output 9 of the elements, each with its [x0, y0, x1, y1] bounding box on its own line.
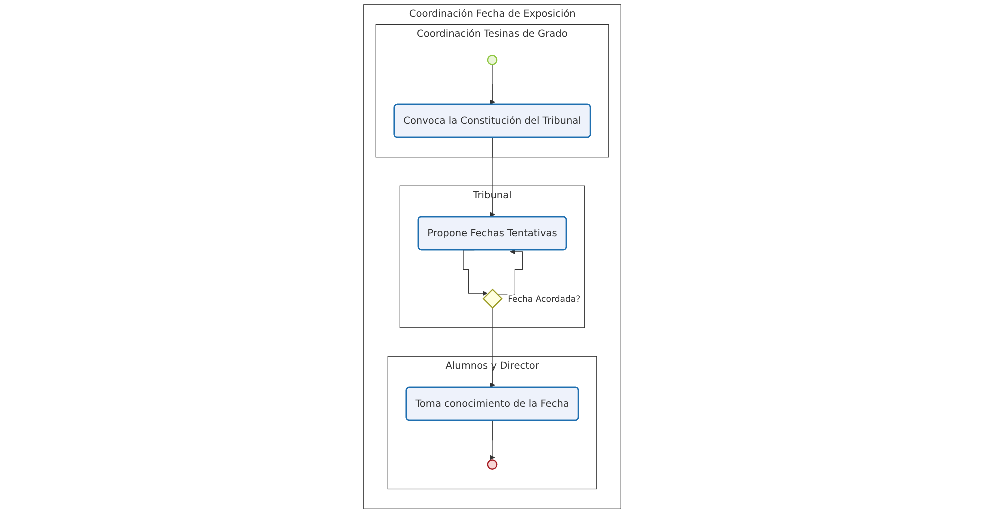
- node-circle: [487, 55, 498, 66]
- gateway-label: Fecha Acordada?: [508, 294, 581, 305]
- arrow: [490, 420, 496, 460]
- arrow: [490, 138, 496, 218]
- node-circle: [487, 460, 498, 470]
- arrow: [498, 249, 523, 296]
- node-diamond: [482, 288, 503, 309]
- arrow: [490, 64, 496, 106]
- arrow: [490, 308, 496, 388]
